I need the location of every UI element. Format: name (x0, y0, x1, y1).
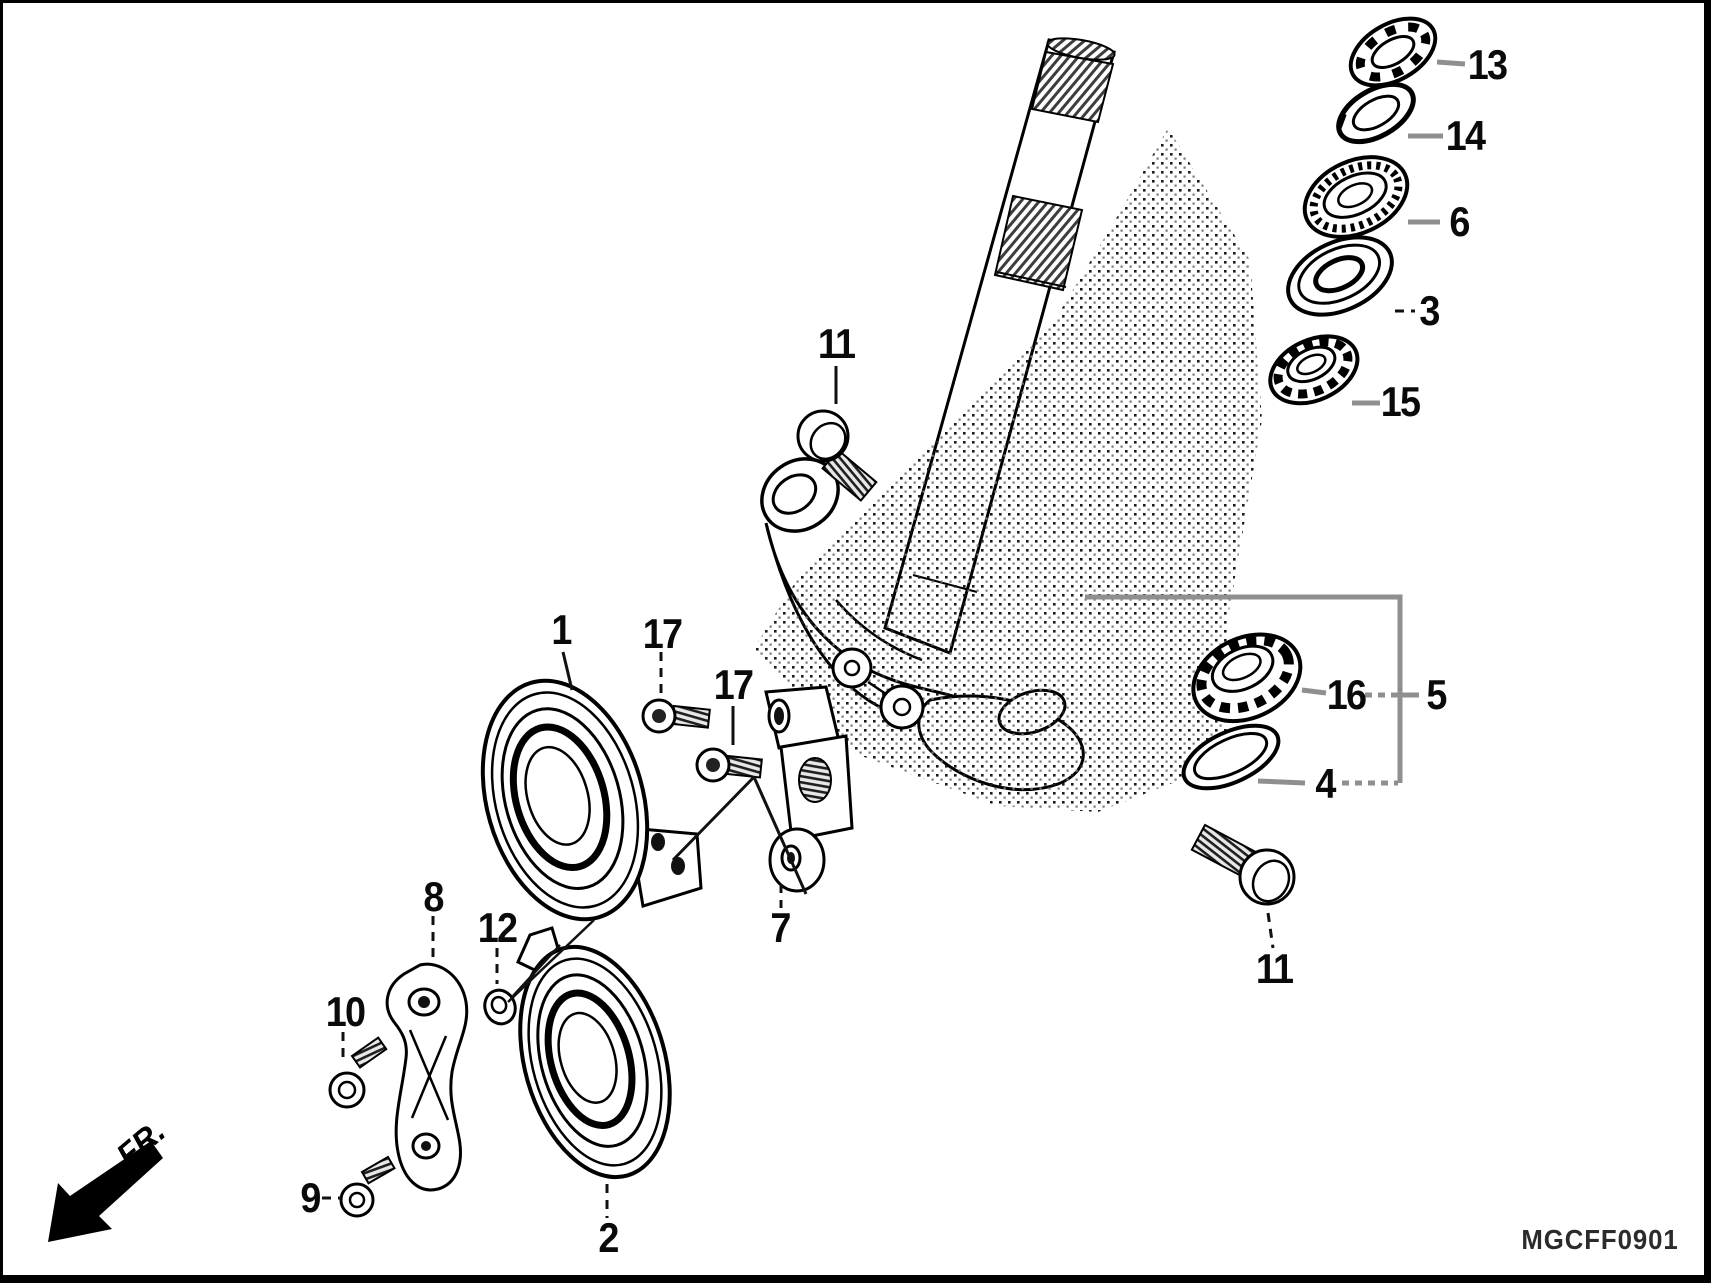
callout-10: 10 (325, 988, 366, 1035)
callout-12: 12 (477, 904, 518, 951)
flange-bolt-11-upper (796, 409, 878, 502)
diagram-code: MGCFF0901 (1521, 1224, 1679, 1255)
lower-bearing-16 (1191, 632, 1303, 724)
callout-7: 7 (770, 904, 791, 951)
callout-2: 2 (598, 1214, 619, 1261)
callout-8: 8 (423, 873, 444, 920)
socket-bolt-17-upper (641, 698, 711, 734)
callout-3: 3 (1419, 287, 1440, 334)
fr-arrow-icon (48, 1141, 163, 1242)
bridge-clamp-lugs (831, 647, 925, 730)
callout-13: 13 (1467, 41, 1508, 88)
callout-4: 4 (1315, 760, 1336, 807)
flange-bolt-11-lower (1190, 823, 1296, 906)
callout-5: 5 (1426, 671, 1447, 718)
horn-disc-2 (516, 926, 672, 1180)
screw-9 (339, 1155, 396, 1218)
stay-bracket-8 (385, 962, 469, 1192)
screw-10 (328, 1036, 388, 1109)
callout-11: 11 (817, 320, 856, 367)
callout-11: 11 (1255, 945, 1294, 992)
adjusting-nut-6 (1302, 155, 1410, 239)
callout-14: 14 (1445, 112, 1486, 159)
front-direction-indicator: FR. (48, 1113, 172, 1242)
callout-1: 1 (551, 606, 572, 653)
stem-thread-band-mid (993, 194, 1084, 292)
stem-thread-band-top (1030, 50, 1115, 124)
lock-washer-13 (1348, 16, 1438, 88)
callout-17: 17 (713, 661, 754, 708)
dust-seal-4 (1181, 723, 1281, 791)
dust-seal-3 (1286, 235, 1394, 317)
callout-17: 17 (642, 610, 683, 657)
nut-12 (483, 988, 517, 1026)
upper-bearing-15 (1268, 334, 1360, 406)
callout-15: 15 (1380, 378, 1421, 425)
socket-bolt-17-lower (695, 747, 763, 783)
horn-disc-1 (480, 678, 650, 922)
callout-16: 16 (1326, 671, 1367, 718)
leader-lines (322, 59, 1466, 1218)
callout-6: 6 (1449, 198, 1470, 245)
lock-washer-14 (1336, 81, 1416, 145)
stipple-shading (754, 128, 1262, 812)
assembly-bracket-5 (1085, 594, 1419, 786)
callout-9: 9 (300, 1174, 321, 1221)
